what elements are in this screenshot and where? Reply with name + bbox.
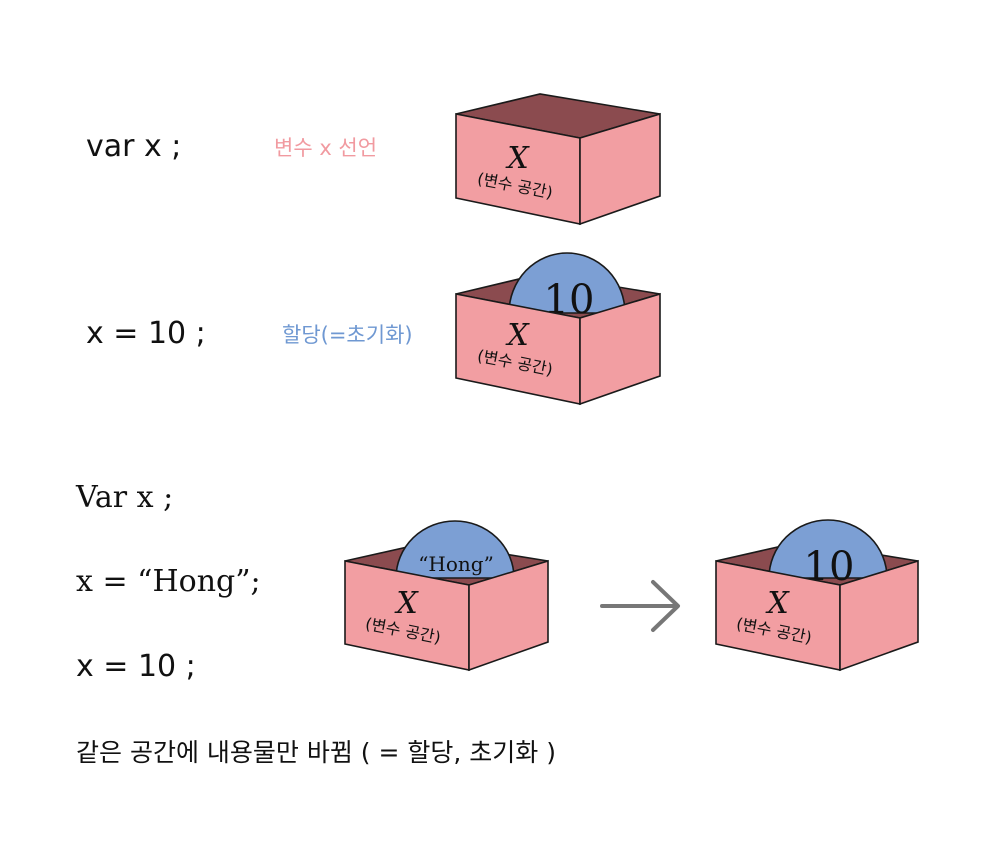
ball bbox=[768, 519, 888, 579]
ball bbox=[395, 520, 515, 579]
empty-box: X (변수 공간) bbox=[455, 93, 661, 226]
box-label: X bbox=[505, 141, 530, 176]
box-side-face bbox=[839, 559, 919, 672]
box-side-face bbox=[579, 292, 661, 406]
ball bbox=[508, 252, 626, 314]
assign-note: 할당(=초기화) bbox=[282, 323, 413, 347]
summary-text: 같은 공간에 내용물만 바뀜 ( = 할당, 초기화 ) bbox=[76, 738, 556, 767]
ball-value: “Hong” bbox=[418, 552, 494, 576]
assign-code: x = 10 ; bbox=[86, 316, 206, 351]
box-label: X bbox=[765, 586, 790, 621]
box-label: X bbox=[505, 318, 530, 353]
filled-box-10: 10 X (변수 공간) bbox=[455, 252, 661, 406]
code-line-1: Var x ; bbox=[75, 480, 173, 515]
box-before-hong: “Hong” X (변수 공간) bbox=[344, 520, 549, 672]
declare-code: var x ; bbox=[86, 129, 181, 164]
box-side-face bbox=[579, 112, 661, 226]
code-line-2: x = “Hong”; bbox=[76, 564, 261, 599]
right-arrow-icon bbox=[600, 580, 680, 632]
box-after-10: 10 X (변수 공간) bbox=[715, 519, 919, 672]
box-label: X bbox=[394, 586, 419, 621]
box-side-face bbox=[468, 559, 549, 672]
declare-note: 변수 x 선언 bbox=[274, 136, 377, 160]
code-line-3: x = 10 ; bbox=[76, 649, 196, 684]
